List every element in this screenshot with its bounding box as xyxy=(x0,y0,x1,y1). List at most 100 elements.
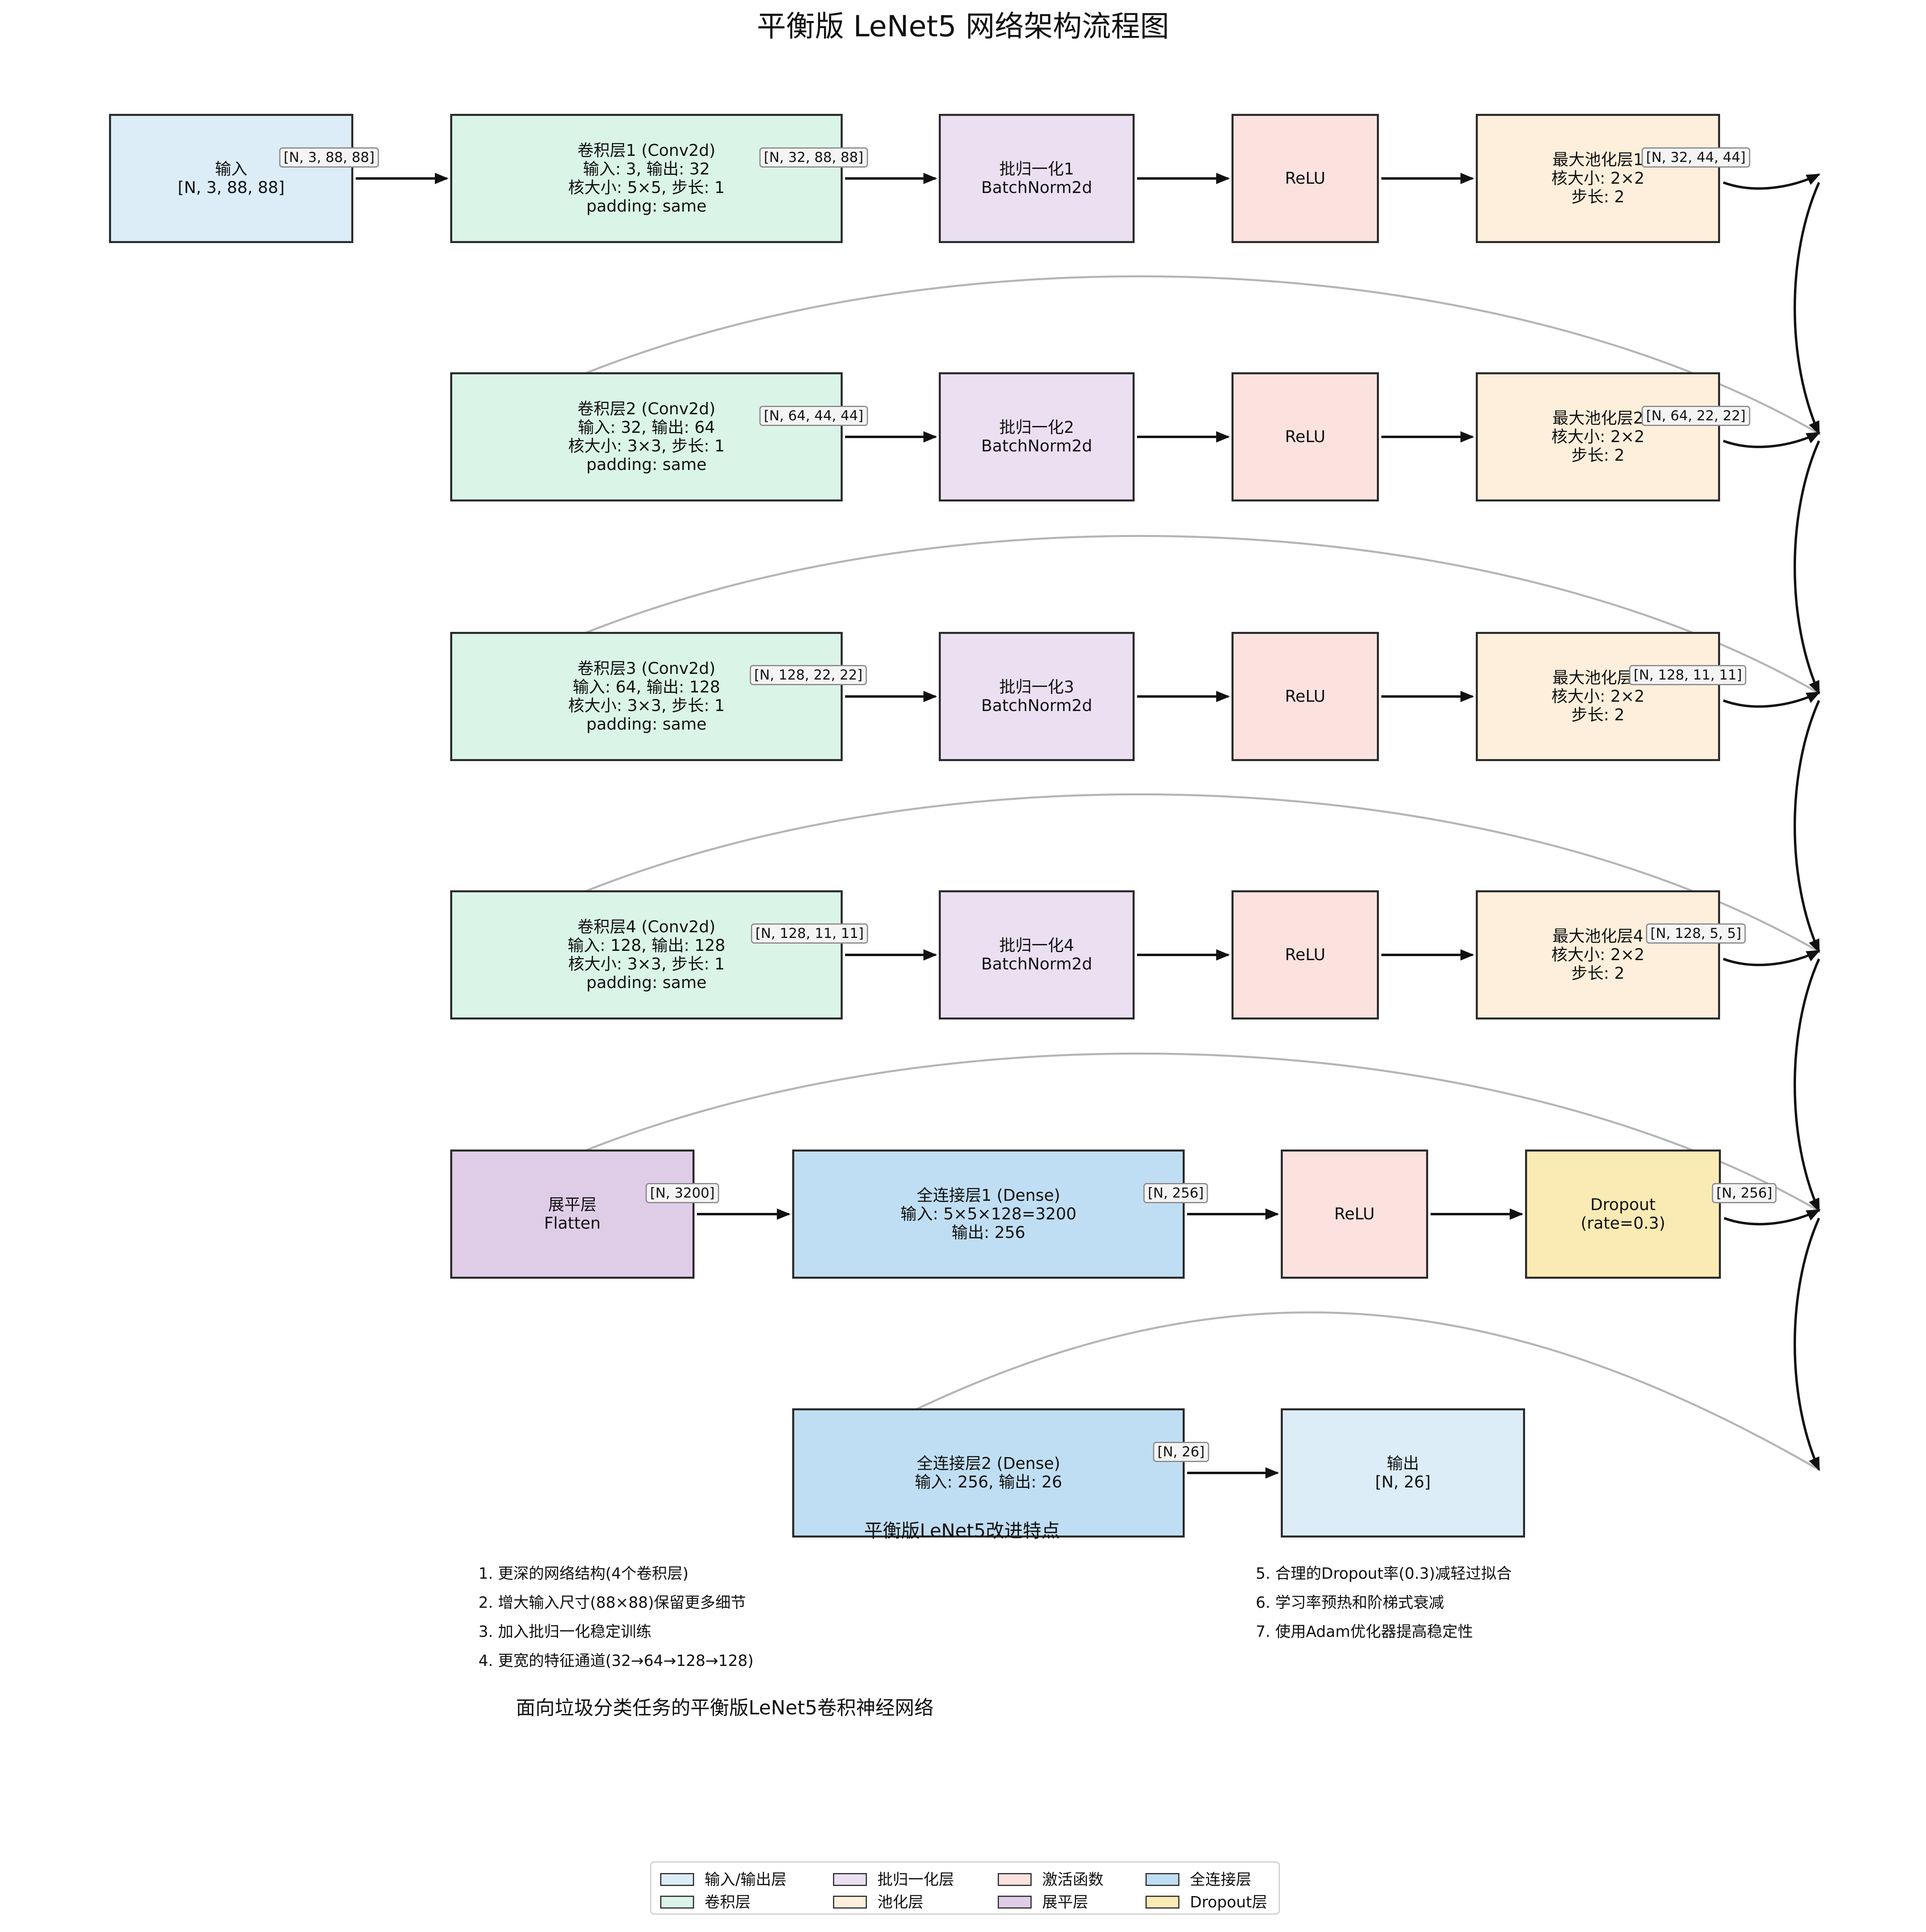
notes-title: 平衡版LeNet5改进特点 xyxy=(864,1520,1060,1542)
legend-label: 激活函数 xyxy=(1042,1871,1104,1888)
legend-label: Dropout层 xyxy=(1190,1893,1267,1911)
node-relu3: ReLU xyxy=(1232,632,1379,761)
tensor-shape-dropout: [N, 256] xyxy=(1712,1183,1777,1203)
node-label-line: (rate=0.3) xyxy=(1580,1214,1666,1233)
node-dropout: Dropout(rate=0.3) xyxy=(1525,1150,1721,1279)
node-label-line: 最大池化层1 xyxy=(1552,151,1644,169)
node-label-line: 步长: 2 xyxy=(1571,706,1625,724)
node-label-line: 输入 xyxy=(215,160,248,178)
node-label-line: 输出 xyxy=(1387,1454,1419,1473)
node-label-line: 核大小: 5×5, 步长: 1 xyxy=(568,178,725,197)
note-item: 6. 学习率预热和阶梯式衰减 xyxy=(1256,1594,1444,1611)
edge-loop-conv4 xyxy=(456,793,1820,954)
node-label-line: 输入: 64, 输出: 128 xyxy=(573,678,720,696)
tensor-shape-fc1: [N, 256] xyxy=(1143,1183,1208,1203)
legend-item-flatten: 展平层 xyxy=(998,1893,1089,1911)
edge-row-exit-pool2 xyxy=(1722,432,1821,448)
node-label-line: 展平层 xyxy=(548,1196,597,1214)
node-label-line: padding: same xyxy=(586,455,707,474)
tensor-shape-pool1: [N, 32, 44, 44] xyxy=(1641,147,1750,168)
node-label-line: 步长: 2 xyxy=(1571,446,1625,465)
tensor-shape-flatten: [N, 3200] xyxy=(645,1183,720,1203)
node-output: 输出[N, 26] xyxy=(1281,1408,1525,1538)
node-label-line: BatchNorm2d xyxy=(981,955,1092,973)
node-label-line: [N, 26] xyxy=(1375,1473,1431,1491)
node-label-line: 核大小: 3×3, 步长: 1 xyxy=(568,955,725,973)
note-item: 4. 更宽的特征通道(32→64→128→128) xyxy=(478,1652,754,1670)
node-relu2: ReLU xyxy=(1232,372,1379,501)
node-label-line: 卷积层4 (Conv2d) xyxy=(577,918,715,936)
node-label-line: ReLU xyxy=(1285,428,1326,446)
legend-item-bn: 批归一化层 xyxy=(833,1871,955,1888)
node-label-line: 输入: 128, 输出: 128 xyxy=(567,936,726,955)
node-label-line: 输入: 32, 输出: 64 xyxy=(578,418,715,437)
node-label-line: padding: same xyxy=(586,715,707,734)
node-label-line: ReLU xyxy=(1285,946,1326,964)
node-label-line: 核大小: 2×2 xyxy=(1551,428,1645,446)
edge-row-descend-pool1 xyxy=(1794,182,1820,435)
node-label-line: 批归一化3 xyxy=(999,678,1074,696)
diagram-title: 平衡版 LeNet5 网络架构流程图 xyxy=(757,9,1169,43)
note-item: 1. 更深的网络结构(4个卷积层) xyxy=(478,1565,689,1582)
edge-row-descend-dropout xyxy=(1794,1217,1820,1471)
node-label-line: 最大池化层3 xyxy=(1552,669,1644,687)
edge-row-exit-pool3 xyxy=(1722,691,1821,708)
node-label-line: 输入: 5×5×128=3200 xyxy=(900,1205,1076,1223)
legend-item-act: 激活函数 xyxy=(998,1871,1104,1888)
node-relu1: ReLU xyxy=(1232,114,1379,243)
tensor-shape-conv3: [N, 128, 22, 22] xyxy=(749,665,867,685)
legend-label: 池化层 xyxy=(877,1893,924,1911)
node-label-line: BatchNorm2d xyxy=(981,437,1092,455)
node-label-line: 输出: 256 xyxy=(951,1223,1026,1242)
node-label-line: ReLU xyxy=(1334,1205,1375,1223)
node-label-line: 卷积层1 (Conv2d) xyxy=(577,141,715,160)
node-label-line: 批归一化4 xyxy=(999,936,1074,955)
tensor-shape-pool3: [N, 128, 11, 11] xyxy=(1629,665,1747,685)
legend-label: 全连接层 xyxy=(1190,1871,1252,1888)
legend-item-dense: 全连接层 xyxy=(1146,1871,1252,1888)
legend: 输入/输出层 批归一化层 激活函数 全连接层 卷积层 池化层 展平层 Drop xyxy=(650,1861,1280,1915)
legend-swatch xyxy=(1146,1873,1179,1886)
legend-label: 卷积层 xyxy=(705,1893,751,1911)
node-label-line: 最大池化层2 xyxy=(1552,409,1644,428)
edge-loop-conv2 xyxy=(456,275,1820,436)
legend-label: 展平层 xyxy=(1042,1893,1089,1911)
edge-loop-flatten xyxy=(456,1052,1820,1213)
node-label-line: 批归一化2 xyxy=(999,418,1074,437)
tensor-shape-conv2: [N, 64, 44, 44] xyxy=(759,406,868,426)
edge-row-descend-pool4 xyxy=(1794,958,1820,1212)
legend-label: 批归一化层 xyxy=(877,1871,955,1888)
legend-swatch xyxy=(660,1896,694,1909)
node-label-line: 核大小: 2×2 xyxy=(1551,169,1645,188)
tensor-shape-pool2: [N, 64, 22, 22] xyxy=(1641,406,1750,426)
node-label-line: 卷积层2 (Conv2d) xyxy=(577,400,715,418)
diagram-footer: 面向垃圾分类任务的平衡版LeNet5卷积神经网络 xyxy=(516,1697,934,1719)
node-label-line: 核大小: 3×3, 步长: 1 xyxy=(568,437,725,455)
legend-swatch xyxy=(998,1873,1032,1886)
legend-swatch xyxy=(998,1896,1032,1909)
edge-loop-fc2 xyxy=(798,1311,1820,1472)
note-item: 5. 合理的Dropout率(0.3)减轻过拟合 xyxy=(1256,1565,1512,1582)
node-fc2: 全连接层2 (Dense)输入: 256, 输出: 26 xyxy=(792,1408,1185,1538)
edge-row-descend-pool3 xyxy=(1794,700,1820,953)
legend-label: 输入/输出层 xyxy=(705,1871,787,1888)
node-label-line: 核大小: 2×2 xyxy=(1551,687,1645,706)
node-label-line: BatchNorm2d xyxy=(981,696,1092,715)
note-item: 2. 增大输入尺寸(88×88)保留更多细节 xyxy=(478,1594,746,1611)
node-label-line: [N, 3, 88, 88] xyxy=(178,178,285,197)
node-label-line: padding: same xyxy=(586,973,707,992)
node-label-line: BatchNorm2d xyxy=(981,178,1092,197)
edge-row-exit-dropout xyxy=(1723,1209,1821,1225)
edge-loop-conv3 xyxy=(456,535,1820,696)
tensor-shape-conv4: [N, 128, 11, 11] xyxy=(751,923,869,944)
